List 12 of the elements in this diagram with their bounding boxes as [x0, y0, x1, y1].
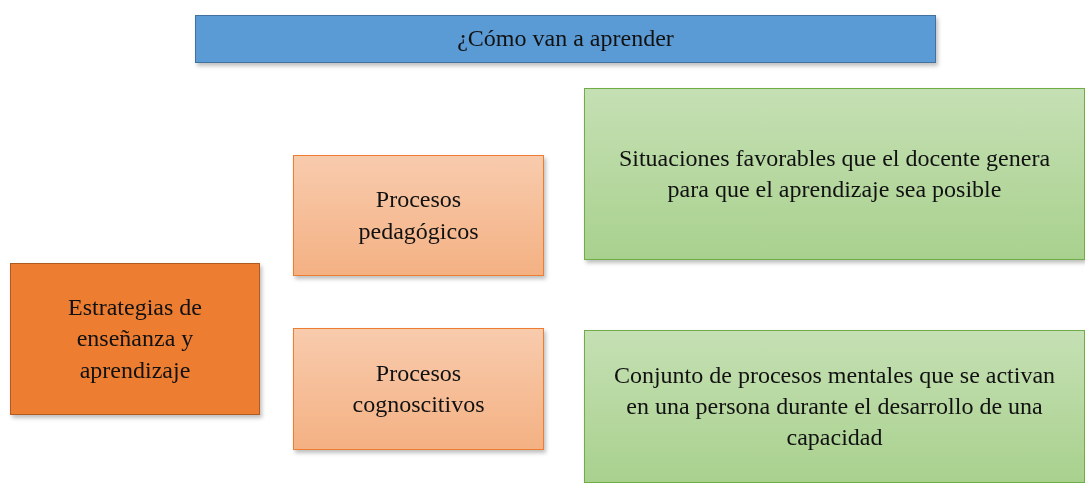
box-text: Procesos pedagógicos	[357, 185, 480, 246]
definition-box	[584, 330, 1085, 483]
box-text: Situaciones favorables que el docente genera para que el aprendizaje sea posible	[617, 143, 1052, 204]
process-box	[293, 328, 544, 450]
strategy-box	[10, 263, 260, 415]
box-text: Procesos cognoscitivos	[351, 358, 486, 419]
box-text: Conjunto de procesos mentales que se activan en una persona durante el desarrollo de una capacidad	[612, 360, 1057, 453]
definition-box	[584, 88, 1085, 260]
box-text: Estrategias de enseñanza y aprendizaje	[67, 293, 203, 385]
title-box	[195, 15, 936, 63]
box-text: ¿Cómo van a aprender	[457, 24, 674, 54]
process-box	[293, 155, 544, 276]
